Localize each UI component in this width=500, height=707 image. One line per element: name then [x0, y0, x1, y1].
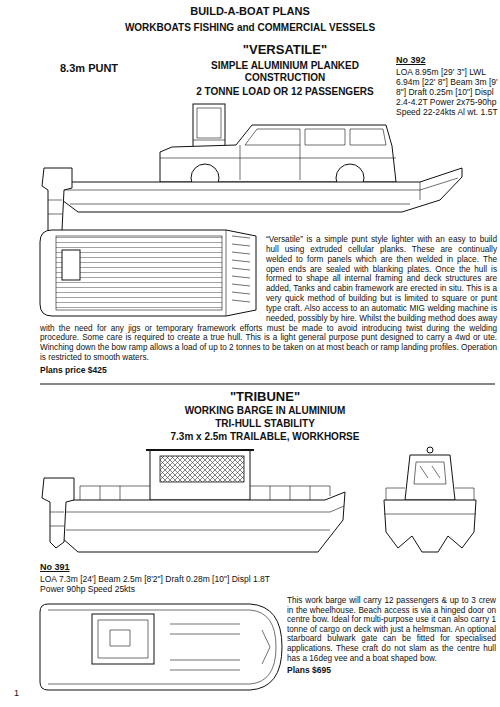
hull-stripe: [384, 514, 476, 515]
description: “Versatile” is a simple punt style light…: [40, 235, 497, 363]
ramp-hinge: [420, 182, 421, 200]
boat-name: "VERSATILE": [185, 42, 385, 58]
page-number: 1: [14, 688, 34, 699]
construction-note: WORKING BARGE IN ALUMINIUM: [125, 405, 405, 417]
spec-list: LOA 8.95m [29' 3"] LWL 6.94m [22' 8"] Be…: [396, 67, 498, 117]
plan-number: No 392: [396, 55, 466, 66]
hull-stripes: [62, 506, 344, 530]
tribune-hull: [62, 492, 345, 552]
float-spacer: [40, 235, 266, 317]
plans-price: Plans price $425: [40, 365, 240, 375]
bow-ramp: [226, 230, 250, 316]
outboard-motor: [42, 478, 74, 548]
front-window: [414, 462, 446, 484]
punt-deck-outline: [40, 230, 256, 316]
construction-note: SIMPLE ALUMINIUM PLANKED CONSTRUCTION: [198, 60, 373, 84]
spec-list: LOA 7.3m [24'] Beam 2.5m [8'2"] Draft 0.…: [40, 574, 280, 594]
hull-chines: [62, 178, 458, 204]
size-note: 7.3m x 2.5m TRAILABLE, WORKHORSE: [125, 431, 405, 443]
capacity-note: 2 TONNE LOAD OR 12 PASSENGERS: [170, 86, 400, 98]
versatile-plan-view: [40, 230, 256, 316]
tribune-side-view: [42, 450, 345, 552]
car-windows: [245, 129, 386, 145]
boat-type: 8.3m PUNT: [60, 62, 160, 75]
subtitle: WORKBOATS FISHING and COMMERCIAL VESSELS: [40, 22, 460, 34]
punt-hull: [62, 168, 462, 212]
section-divider: [40, 383, 495, 384]
wheelhouse-front: [405, 455, 455, 500]
bow-door: [262, 630, 270, 664]
boat-name: "TRIBUNE": [165, 389, 365, 405]
versatile-side-view: [42, 104, 462, 236]
helm-detail: [98, 620, 148, 658]
console-plan: [62, 250, 80, 280]
wheelhouse-plan: [92, 614, 154, 664]
tri-hull-section: [384, 500, 476, 552]
bench-seats: [170, 624, 240, 670]
rail-posts: [80, 486, 330, 500]
screen-frame: [193, 140, 225, 141]
window-glare: [420, 466, 440, 478]
tribune-deck-outline: [40, 604, 282, 690]
screen-glass: [197, 108, 221, 138]
deck-planks: [56, 236, 222, 310]
plan-number: No 391: [40, 562, 110, 573]
outboard-detail: [50, 512, 64, 526]
lifting-eye: [427, 447, 433, 453]
outboard-detail: [48, 200, 62, 214]
tribune-front-view: [384, 447, 476, 552]
wheelhouse: [150, 450, 250, 500]
wheelhouse-windows: [160, 456, 244, 482]
outboard-motor: [42, 168, 72, 236]
page-title: BUILD-A-BOAT PLANS: [100, 5, 400, 18]
front-rails: [386, 488, 474, 500]
wheelhouse-roof: [146, 449, 254, 451]
plans-price: Plans $695: [287, 665, 487, 675]
gunwale-line: [48, 610, 276, 684]
stability-note: TRI-HULL STABILITY: [125, 418, 405, 430]
tribune-plan-view: [40, 604, 282, 690]
description: This work barge will carry 12 passengers…: [287, 596, 496, 663]
